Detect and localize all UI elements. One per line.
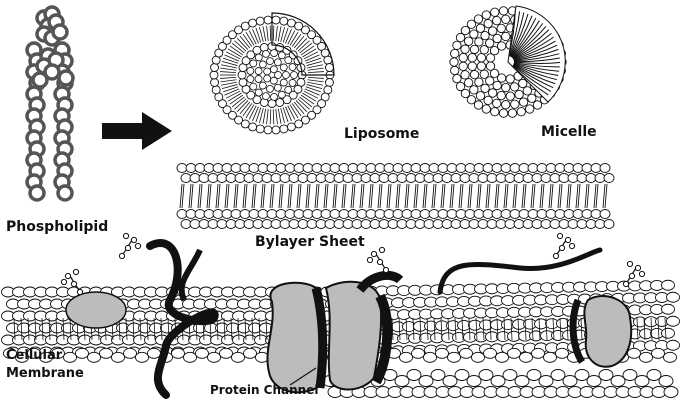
bilayer-sheet-illustration [177, 164, 614, 229]
cellular-membrane-label-line1: Cellular [6, 348, 62, 363]
cellular-membrane-illustration [2, 233, 680, 397]
phospholipid-molecule [27, 7, 73, 200]
arrow-icon [102, 112, 172, 150]
micelle-label: Micelle [541, 124, 597, 140]
bilayer-sheet-label: Bylayer Sheet [255, 234, 365, 250]
micelle-illustration [450, 6, 566, 117]
phospholipid-label: Phospholipid [6, 219, 108, 235]
cellular-membrane-label-line2: Membrane [6, 366, 84, 381]
liposome-illustration [210, 13, 334, 134]
liposome-label: Liposome [344, 126, 419, 142]
protein-channel-label: Protein Channel [210, 383, 318, 397]
